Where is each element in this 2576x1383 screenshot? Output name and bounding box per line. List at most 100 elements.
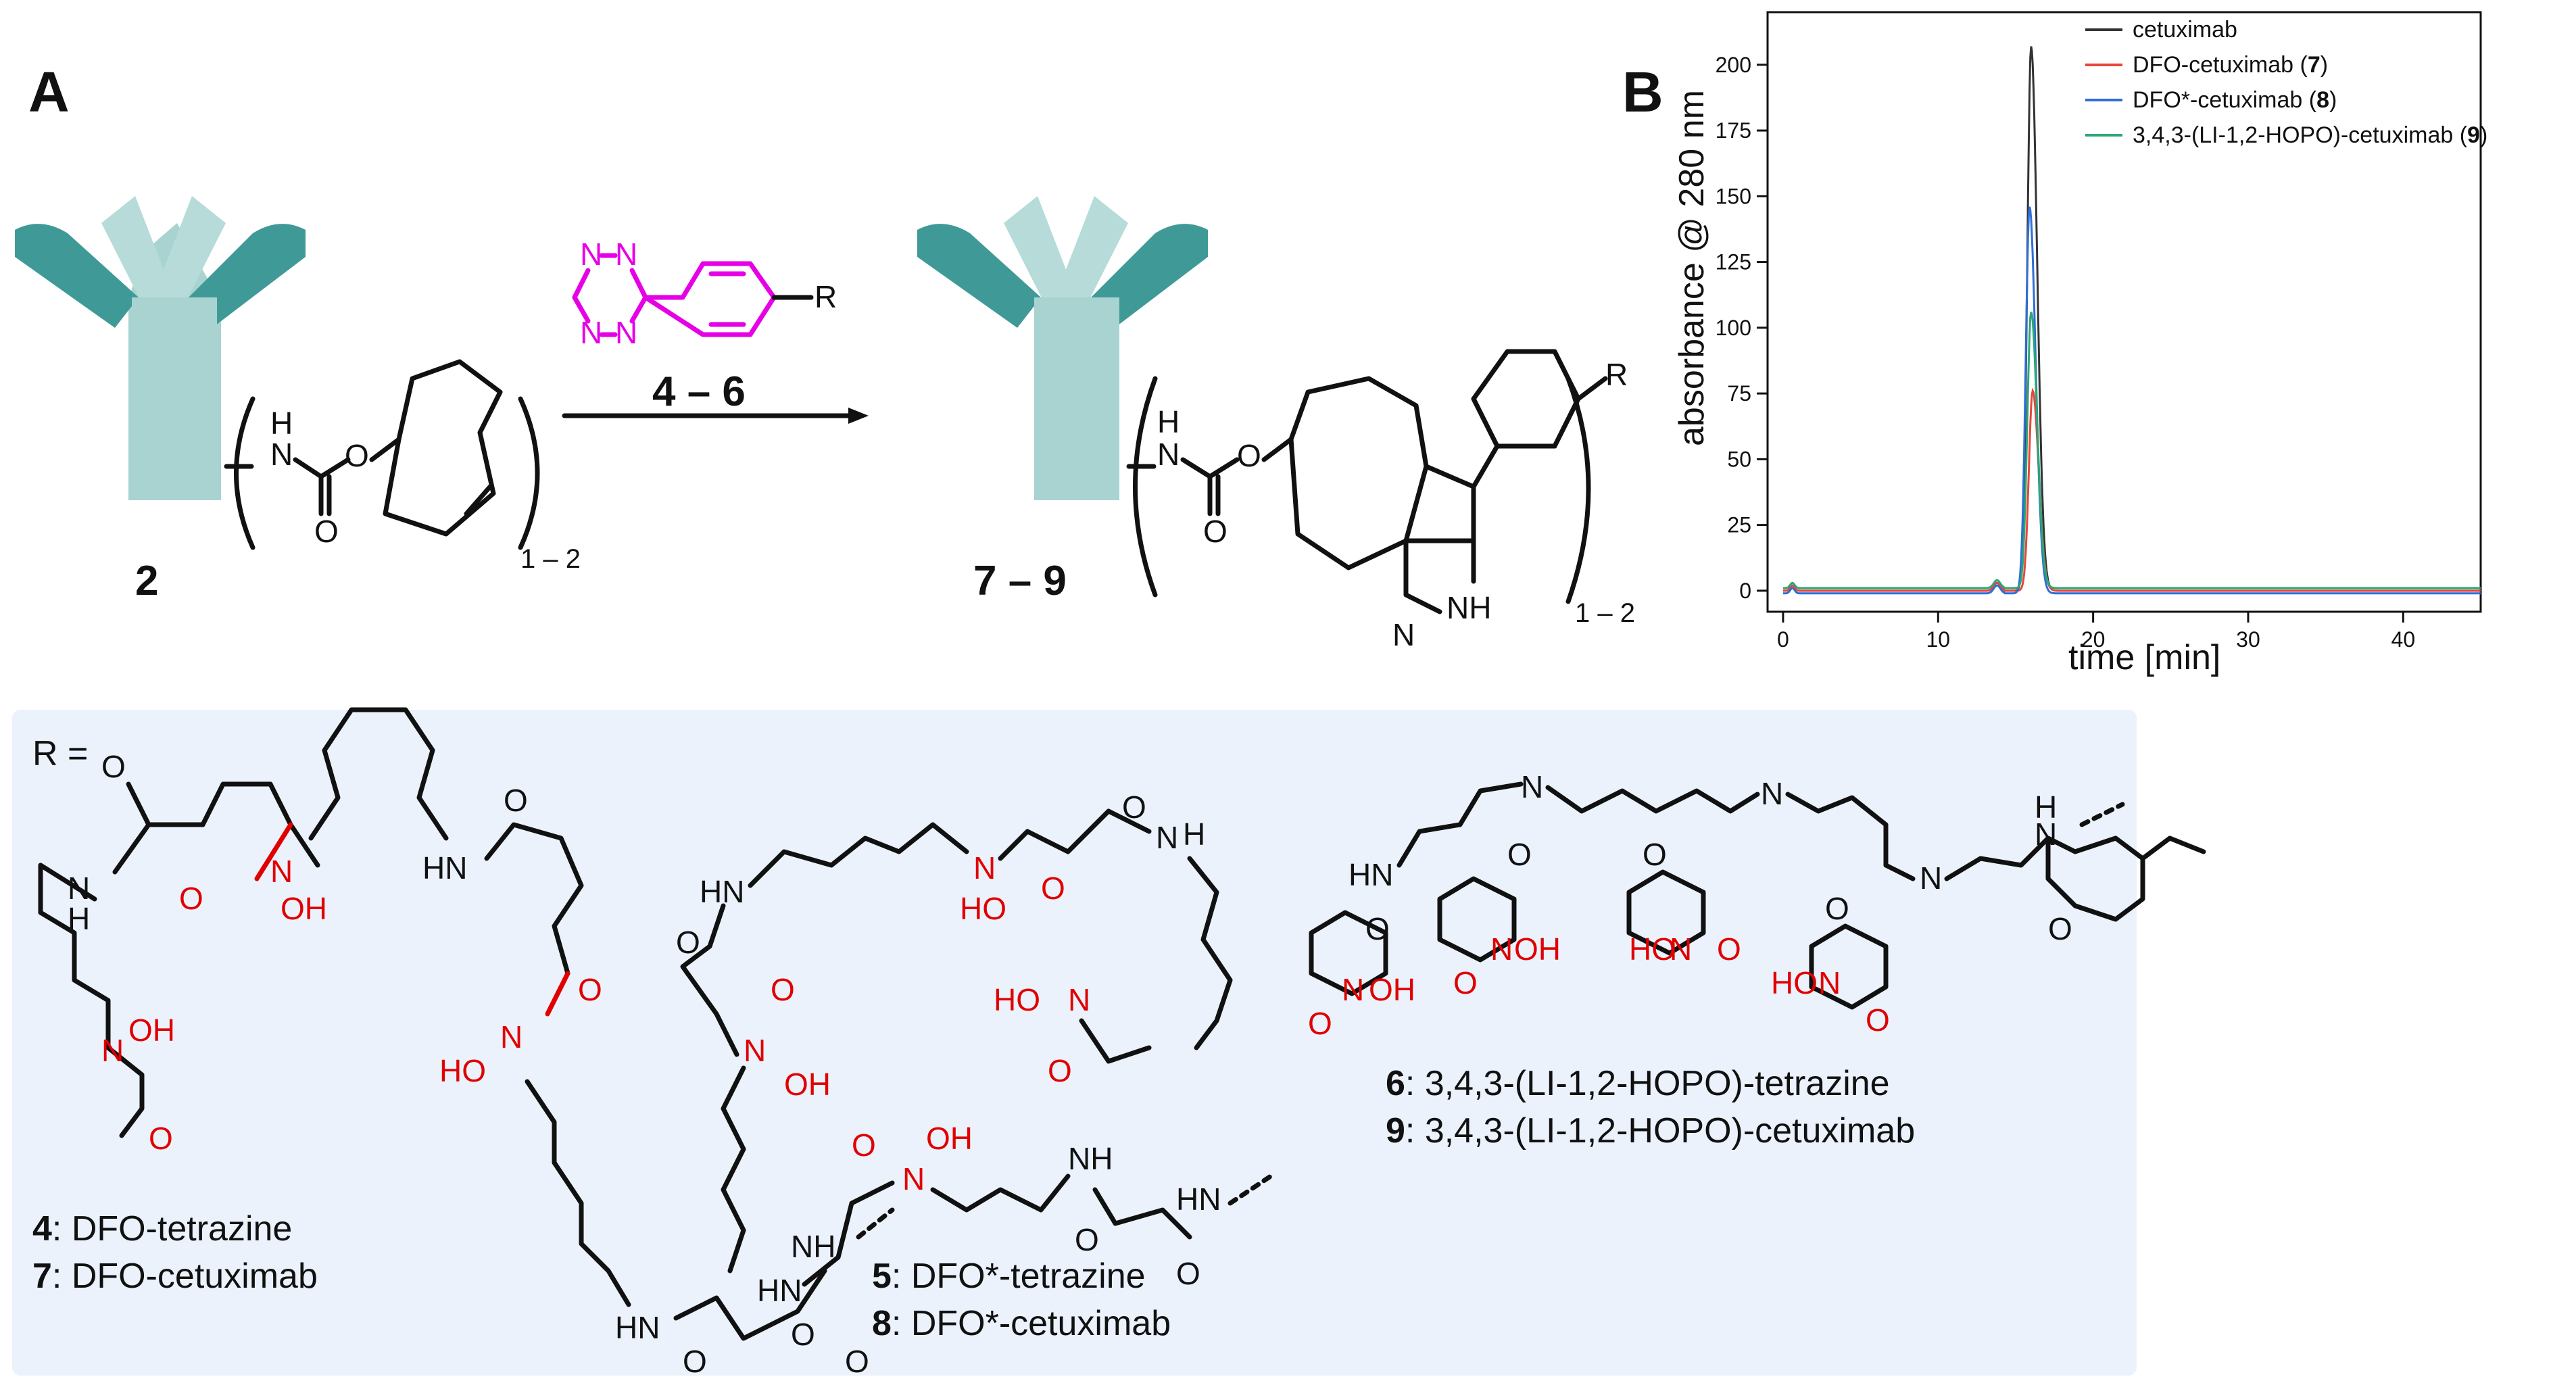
svg-text:H: H bbox=[270, 406, 293, 441]
antibody-icon-product bbox=[917, 196, 1208, 500]
trace-series-1 bbox=[1782, 387, 2481, 592]
structure-dfo: O N H O N OH HN O O N HO N OH O HN O O N… bbox=[32, 707, 895, 1379]
svg-text:O: O bbox=[504, 783, 528, 818]
svg-text:HN: HN bbox=[615, 1310, 660, 1345]
x-tick-label: 20 bbox=[2081, 627, 2106, 652]
svg-text:O: O bbox=[852, 1127, 876, 1163]
y-tick-label: 125 bbox=[1716, 250, 1751, 274]
svg-text:OH: OH bbox=[1514, 931, 1561, 967]
svg-text:N: N bbox=[744, 1033, 766, 1068]
antibody-icon-start bbox=[15, 196, 306, 500]
svg-text:NH: NH bbox=[1447, 590, 1491, 625]
trace-series-2 bbox=[1782, 206, 2481, 595]
svg-text:O: O bbox=[1203, 514, 1228, 549]
svg-text:OH: OH bbox=[926, 1121, 973, 1156]
x-tick-label: 0 bbox=[1777, 627, 1789, 652]
trace-series-3 bbox=[1782, 312, 2481, 589]
svg-text:O: O bbox=[1866, 1002, 1890, 1038]
svg-text:OH: OH bbox=[281, 891, 327, 926]
svg-text:HN: HN bbox=[1176, 1182, 1221, 1217]
svg-text:O: O bbox=[1041, 871, 1065, 906]
legend-entry: DFO*-cetuximab (8) bbox=[2133, 87, 2337, 113]
y-tick-label: 0 bbox=[1739, 579, 1751, 603]
structure-tco-carbamate: N H O O 2 1 – 2 bbox=[135, 359, 581, 604]
svg-text:HO: HO bbox=[994, 982, 1040, 1017]
compound-7-caption: 7: DFO-cetuximab bbox=[32, 1257, 318, 1296]
svg-text:HO: HO bbox=[1771, 965, 1818, 1000]
structure-tetrazine-reagent: N N N N R 4 – 6 bbox=[572, 237, 837, 415]
r-group-panel bbox=[12, 710, 2137, 1376]
x-tick-label: 10 bbox=[1926, 627, 1950, 652]
svg-text:OH: OH bbox=[784, 1067, 831, 1102]
chart-traces bbox=[1782, 46, 2481, 595]
svg-text:O: O bbox=[1122, 790, 1146, 825]
reaction-arrow bbox=[562, 408, 869, 424]
svg-text:O: O bbox=[1717, 931, 1741, 967]
svg-text:O: O bbox=[1308, 1006, 1332, 1041]
svg-text:HN: HN bbox=[1348, 857, 1393, 892]
svg-text:N: N bbox=[1342, 972, 1364, 1007]
svg-text:O: O bbox=[1365, 911, 1390, 946]
legend-entry: cetuximab bbox=[2133, 17, 2237, 43]
svg-text:N: N bbox=[615, 237, 637, 272]
svg-text:O: O bbox=[149, 1121, 173, 1156]
svg-text:O: O bbox=[771, 972, 795, 1007]
compound-8-caption: 8: DFO*-cetuximab bbox=[872, 1304, 1171, 1343]
svg-text:4 – 6: 4 – 6 bbox=[652, 368, 746, 415]
svg-text:O: O bbox=[1176, 1256, 1200, 1291]
svg-text:R: R bbox=[1605, 357, 1628, 392]
svg-text:O: O bbox=[1507, 837, 1532, 872]
svg-text:N: N bbox=[1670, 931, 1692, 967]
svg-text:N: N bbox=[101, 1033, 124, 1068]
structure-hopo: HN N N N H N O O N OH O O N OH O O HO N … bbox=[1308, 769, 2206, 1150]
svg-text:HO: HO bbox=[960, 891, 1006, 926]
svg-text:N: N bbox=[580, 315, 602, 350]
panel-a-letter: A bbox=[28, 60, 70, 124]
svg-text:N: N bbox=[1761, 776, 1783, 811]
compound-4-caption: 4: DFO-tetrazine bbox=[32, 1209, 292, 1248]
y-tick-label: 25 bbox=[1727, 513, 1751, 537]
svg-text:H: H bbox=[1183, 817, 1205, 852]
svg-text:O: O bbox=[179, 881, 203, 916]
y-tick-label: 100 bbox=[1716, 316, 1751, 340]
svg-text:H: H bbox=[1157, 404, 1180, 439]
svg-text:O: O bbox=[683, 1344, 707, 1379]
svg-text:N: N bbox=[1156, 820, 1178, 855]
svg-text:N: N bbox=[973, 850, 996, 885]
svg-text:NH: NH bbox=[1068, 1141, 1113, 1176]
svg-text:O: O bbox=[1825, 891, 1849, 926]
y-axis-label: absorbance @ 280 nm bbox=[1672, 90, 1711, 446]
y-tick-label: 75 bbox=[1727, 381, 1751, 406]
svg-text:N: N bbox=[1068, 982, 1090, 1017]
x-tick-label: 40 bbox=[2391, 627, 2416, 652]
svg-text:N: N bbox=[1392, 617, 1415, 652]
svg-text:2: 2 bbox=[135, 558, 158, 604]
svg-text:HO: HO bbox=[1629, 931, 1676, 967]
svg-text:N: N bbox=[270, 437, 293, 472]
y-tick-label: 200 bbox=[1716, 53, 1751, 77]
svg-text:O: O bbox=[314, 514, 339, 549]
svg-text:O: O bbox=[1453, 965, 1478, 1000]
plot-frame bbox=[1766, 11, 2482, 613]
legend-entry: DFO-cetuximab (7) bbox=[2133, 52, 2328, 78]
svg-text:OH: OH bbox=[128, 1013, 175, 1048]
panel-b-letter: B bbox=[1622, 60, 1663, 124]
compound-6-caption: 6: 3,4,3-(LI-1,2-HOPO)-tetrazine bbox=[1386, 1064, 1890, 1103]
svg-text:N: N bbox=[1157, 437, 1180, 472]
svg-text:O: O bbox=[676, 925, 700, 960]
svg-text:O: O bbox=[2048, 911, 2072, 946]
svg-text:OH: OH bbox=[1369, 972, 1415, 1007]
svg-text:O: O bbox=[1643, 837, 1667, 872]
svg-text:O: O bbox=[1237, 438, 1261, 473]
svg-text:O: O bbox=[845, 1344, 869, 1379]
svg-text:N: N bbox=[1490, 931, 1513, 967]
svg-text:N: N bbox=[580, 237, 602, 272]
svg-text:O: O bbox=[345, 438, 369, 473]
r-label: R = bbox=[32, 734, 88, 773]
svg-text:HN: HN bbox=[422, 850, 467, 885]
